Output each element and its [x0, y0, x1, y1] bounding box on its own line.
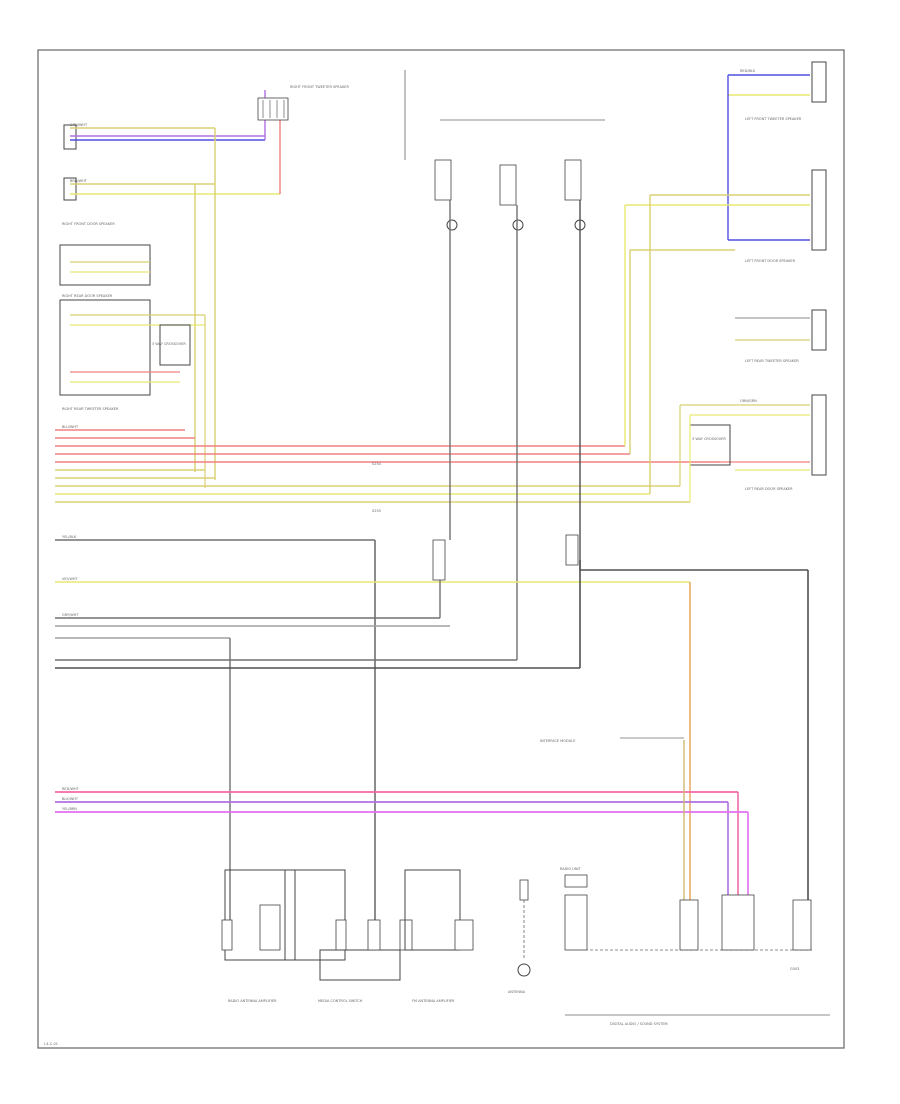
misc-label-3: S255 [372, 509, 381, 513]
antenna [517, 879, 531, 977]
wire-code-5: VIO/WHT [62, 577, 78, 581]
wire-code-11: ORN/GRN [740, 399, 757, 403]
wire-code-3: BLU/WHT [62, 425, 79, 429]
left-speaker-label-2: RIGHT REAR DOOR SPEAKER [62, 294, 113, 298]
left-speaker-label-3: RIGHT FRONT TWEETER SPEAKER [290, 85, 349, 89]
crossover-left [159, 324, 191, 366]
bottom-label-antenna: ANTENNA [508, 990, 526, 994]
wire-code-10: RED/BLK [740, 69, 756, 73]
wire-code-2: BRN/WHT [70, 179, 88, 183]
frame-caption-main: DIGITAL AUDIO / SOUND SYSTEM [610, 1022, 668, 1026]
right-speaker-label-2: LEFT FRONT DOOR SPEAKER [745, 259, 796, 263]
bottom-label-radio-antenna: RADIO ANTENNA AMPLIFIER [228, 999, 277, 1003]
left-harness [55, 429, 720, 503]
bottom-label-interface: INTERFACE MODULE [540, 739, 575, 743]
right-speaker-label-3: LEFT REAR TWEETER SPEAKER [745, 359, 799, 363]
middle-harness [55, 539, 691, 950]
left-front-tweeter [728, 61, 827, 103]
wire-code-1: GRN/WHT [70, 123, 88, 127]
crossover-right [689, 424, 731, 466]
left-speaker-label-5: 3 WAY CROSSOVER [152, 342, 186, 346]
wire-code-6: GRY/WHT [62, 613, 79, 617]
radio-unit [564, 874, 812, 951]
radio-antenna-amplifier [221, 869, 296, 961]
wire-code-4: YEL/BLK [62, 535, 77, 539]
right-front-speaker-group [63, 177, 280, 201]
top-center-radio-connectors [404, 70, 605, 231]
mid-connector-1 [432, 539, 446, 581]
bottom-label-radio-unit: RADIO UNIT [560, 867, 581, 871]
wire-code-7: RED/WHT [62, 787, 80, 791]
right-rear-tweeter-box [59, 244, 151, 286]
media-control-switch [284, 869, 347, 961]
left-front-door-speaker [625, 169, 827, 251]
right-rear-door-box [59, 299, 205, 396]
right-speaker-label-5: 3 WAY CROSSOVER [692, 437, 726, 441]
wire-code-8: BLK/WHT [62, 797, 79, 801]
bottom-label-media-switch: MEDIA CONTROL SWITCH [318, 999, 363, 1003]
bottom-label-fm-antenna: FM ANTENNA AMPLIFIER [412, 999, 455, 1003]
misc-label-1: G503 [790, 967, 799, 971]
interface-module [319, 919, 413, 981]
lower-colored-harness [55, 791, 749, 950]
left-rear-door-speaker [680, 394, 827, 476]
left-rear-tweeter [735, 309, 827, 351]
fm-antenna-amplifier [404, 869, 474, 951]
wire-code-9: YEL/BRN [62, 807, 77, 811]
left-speaker-label-1: RIGHT FRONT DOOR SPEAKER [62, 222, 115, 226]
right-front-tweeter-connector [63, 124, 265, 150]
diagram-tag: I-4-C-01 [44, 1042, 58, 1046]
top-center-connector [257, 97, 289, 121]
mid-connector-2 [565, 534, 579, 566]
right-speaker-label-1: LEFT FRONT TWEETER SPEAKER [745, 117, 802, 121]
misc-label-2: S254 [372, 462, 382, 466]
right-speaker-label-4: LEFT REAR DOOR SPEAKER [745, 487, 793, 491]
left-speaker-label-4: RIGHT REAR TWEETER SPEAKER [62, 407, 119, 411]
diagram-frame [37, 49, 845, 1049]
